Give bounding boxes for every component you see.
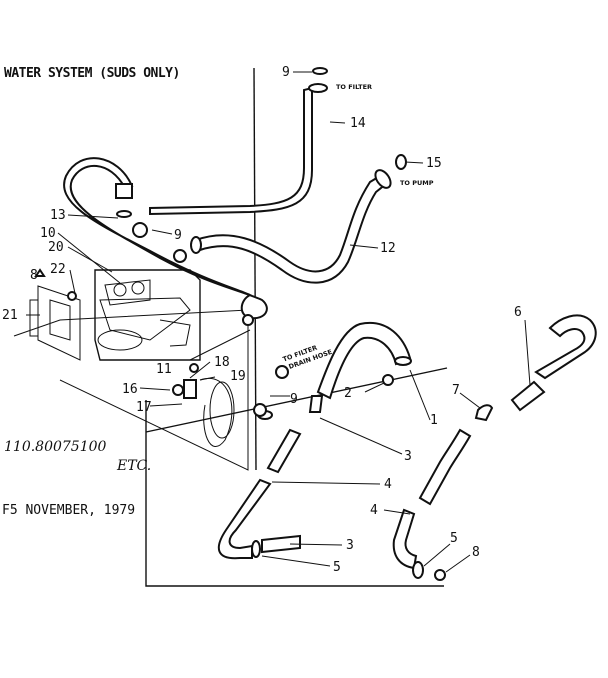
callout-22: 22 [50, 262, 66, 277]
leader-lines [26, 71, 531, 573]
hose-14 [149, 67, 328, 216]
callout-8-left: 8 [30, 268, 38, 283]
footer-date: F5 NOVEMBER, 1979 [2, 503, 135, 518]
hose-1 [308, 321, 412, 413]
callout-19: 19 [230, 369, 246, 384]
callout-6: 6 [514, 305, 522, 320]
callout-5-b: 5 [450, 531, 458, 546]
fittings [34, 222, 289, 417]
hose-6 [510, 314, 597, 412]
tub-assembly [29, 269, 251, 447]
callout-1: 1 [430, 413, 438, 428]
callout-9-low: 9 [290, 392, 298, 407]
callout-15: 15 [426, 156, 442, 171]
callout-4-b: 4 [370, 503, 378, 518]
callout-20: 20 [48, 240, 64, 255]
diagram-title: WATER SYSTEM (SUDS ONLY) [4, 66, 180, 81]
callout-3-b: 3 [346, 538, 354, 553]
hose-12 [190, 154, 407, 284]
hose-4-right [392, 404, 494, 581]
callout-5-a: 5 [333, 560, 341, 575]
handwritten-etc: ETC. [116, 458, 151, 474]
callout-11: 11 [156, 362, 172, 377]
callout-2: 2 [344, 386, 352, 401]
callout-3-a: 3 [404, 449, 412, 464]
callout-4-a: 4 [384, 477, 392, 492]
note-to-filter-top: TO FILTER [336, 83, 372, 91]
callout-8-right: 8 [472, 545, 480, 560]
handwritten-model-number: 110.80075100 [4, 439, 107, 455]
hose-4-left [217, 410, 302, 560]
note-to-pump: TO PUMP [400, 179, 434, 187]
callout-21: 21 [2, 308, 18, 323]
note-to-filter-drain: TO FILTER DRAIN HOSE [282, 344, 334, 371]
callout-16: 16 [122, 382, 138, 397]
callout-14: 14 [350, 116, 366, 131]
callout-13: 13 [50, 208, 66, 223]
callout-12: 12 [380, 241, 396, 256]
callout-17: 17 [136, 400, 152, 415]
callout-7: 7 [452, 383, 460, 398]
callout-18: 18 [214, 355, 230, 370]
callout-9-mid: 9 [174, 228, 182, 243]
callout-10: 10 [40, 226, 56, 241]
callout-9-top: 9 [282, 65, 290, 80]
